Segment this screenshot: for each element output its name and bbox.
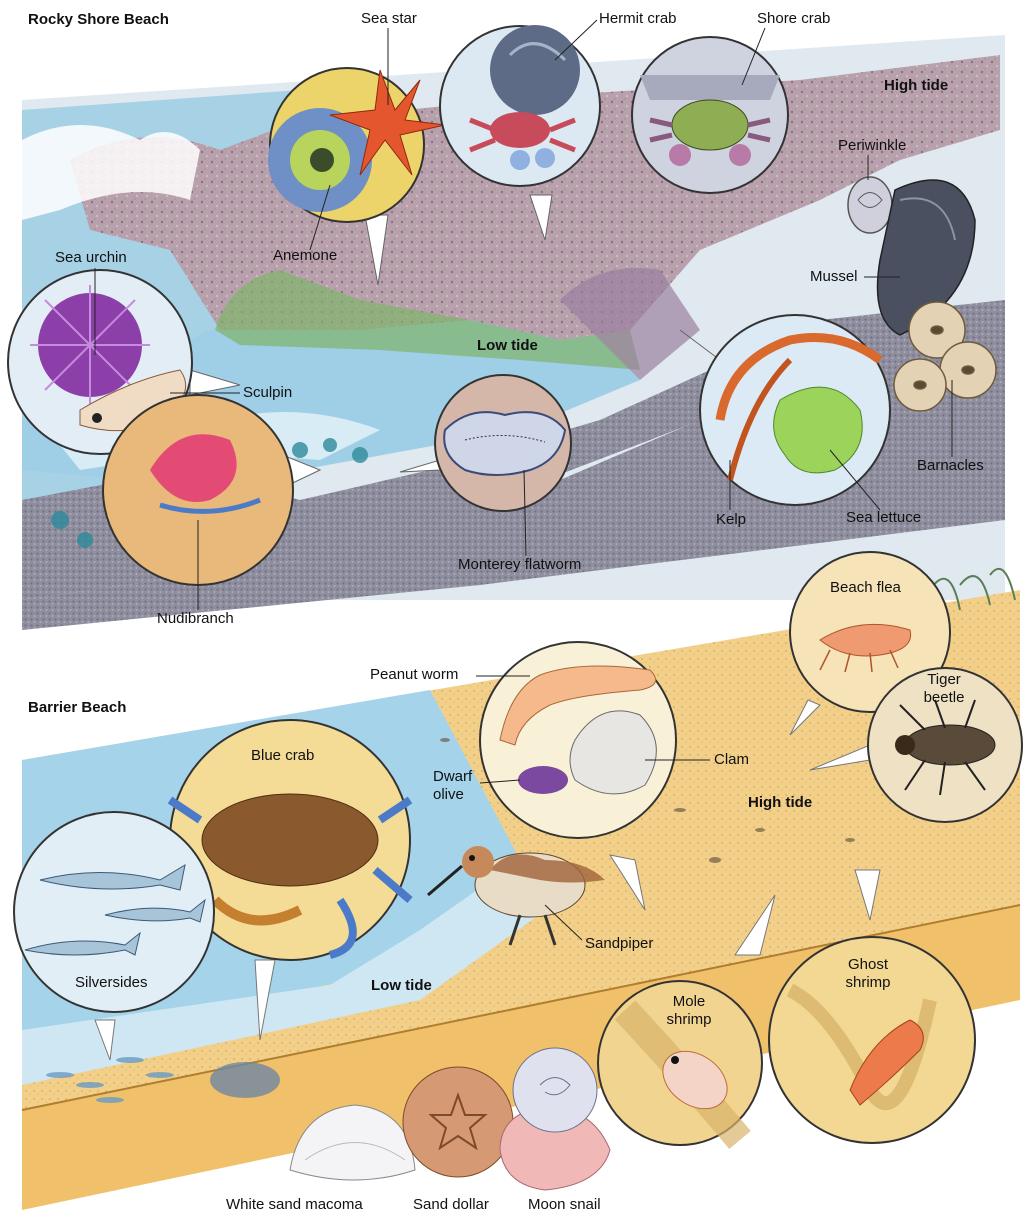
- label-sea-urchin: Sea urchin: [55, 249, 127, 267]
- kelp-sea-lettuce-circle: [700, 315, 890, 505]
- rocky-shore-scene: [8, 25, 1005, 630]
- label-clam: Clam: [714, 751, 749, 769]
- label-sea-star: Sea star: [361, 10, 417, 28]
- label-anemone: Anemone: [273, 247, 337, 265]
- label-rocky-high-tide: High tide: [884, 77, 948, 95]
- hermit-crab-circle: [440, 25, 600, 186]
- rocky-shore-title: Rocky Shore Beach: [28, 11, 169, 28]
- label-sandpiper: Sandpiper: [585, 935, 653, 953]
- label-shore-crab: Shore crab: [757, 10, 830, 28]
- sand-dollar-shell: [403, 1067, 513, 1177]
- label-barrier-low-tide: Low tide: [371, 977, 432, 995]
- peanut-worm-clam-circle: [480, 642, 676, 838]
- label-blue-crab: Blue crab: [251, 747, 314, 765]
- periwinkle-shell: [848, 177, 892, 233]
- label-mussel: Mussel: [810, 268, 858, 286]
- label-periwinkle: Periwinkle: [838, 137, 906, 155]
- label-rocky-low-tide: Low tide: [477, 337, 538, 355]
- label-sculpin: Sculpin: [243, 384, 292, 402]
- label-peanut-worm: Peanut worm: [370, 666, 458, 684]
- label-moon-snail: Moon snail: [528, 1196, 601, 1214]
- label-silversides: Silversides: [75, 974, 148, 992]
- barrier-beach-title: Barrier Beach: [28, 699, 126, 716]
- label-barnacles: Barnacles: [917, 457, 984, 475]
- label-nudibranch: Nudibranch: [157, 610, 234, 628]
- label-monterey-flatworm: Monterey flatworm: [458, 556, 581, 574]
- monterey-flatworm-circle: [435, 375, 571, 511]
- label-sand-dollar: Sand dollar: [413, 1196, 489, 1214]
- label-barrier-high-tide: High tide: [748, 794, 812, 812]
- label-sea-lettuce: Sea lettuce: [846, 509, 921, 527]
- label-beach-flea: Beach flea: [830, 579, 901, 597]
- label-ghost-shrimp: Ghost shrimp: [836, 956, 900, 992]
- label-white-sand-macoma: White sand macoma: [226, 1196, 363, 1214]
- label-tiger-beetle: Tiger beetle: [922, 671, 966, 707]
- barrier-beach-scene: [14, 552, 1022, 1210]
- label-kelp: Kelp: [716, 511, 746, 529]
- label-mole-shrimp: Mole shrimp: [664, 993, 714, 1029]
- label-dwarf-olive: Dwarf olive: [433, 768, 472, 804]
- label-hermit-crab: Hermit crab: [599, 10, 677, 28]
- shore-crab-circle: [632, 37, 788, 193]
